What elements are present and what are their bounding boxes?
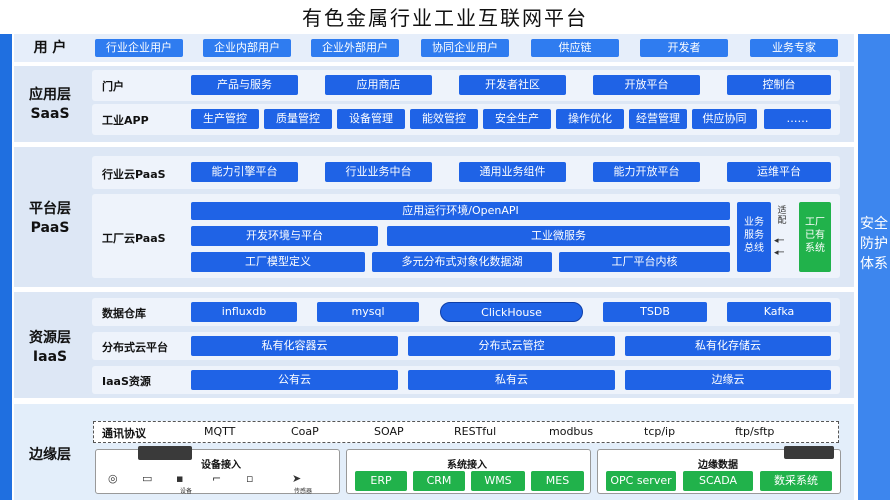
system-item[interactable]: WMS xyxy=(471,471,525,491)
system-item[interactable]: ERP xyxy=(355,471,407,491)
user-item[interactable]: 业务专家 xyxy=(750,39,838,57)
industry-cloud-label: 行业云PaaS xyxy=(102,168,166,181)
system-item[interactable]: MES xyxy=(531,471,584,491)
iaas-resource-item[interactable]: 边缘云 xyxy=(625,370,831,390)
system-access-box: 系统接入 ERP CRM WMS MES xyxy=(346,449,591,494)
existing-factory-systems-label: 工厂 已有 系统 xyxy=(805,217,825,254)
sensor-icon: ➤ xyxy=(292,472,302,485)
edge-data-item[interactable]: 数采系统 xyxy=(760,471,832,491)
data-warehouse-item[interactable]: influxdb xyxy=(191,302,297,322)
distributed-data-lake[interactable]: 多元分布式对象化数据湖 xyxy=(372,252,552,272)
protocol-item: CoaP xyxy=(291,425,319,438)
protocol-item: modbus xyxy=(549,425,594,438)
protocol-item: SOAP xyxy=(374,425,404,438)
industrial-microservice[interactable]: 工业微服务 xyxy=(387,226,730,246)
edge-data-item[interactable]: SCADA xyxy=(683,471,753,491)
distributed-cloud-item[interactable]: 分布式云管控 xyxy=(408,336,615,356)
app-item[interactable]: 质量管控 xyxy=(264,109,332,129)
industrial-app-label: 工业APP xyxy=(102,114,149,127)
arrow-left-icon: ◂─ xyxy=(774,248,784,258)
camera-icon: ▫ xyxy=(246,472,254,485)
adapter-label: 适 配 xyxy=(777,206,787,226)
device-access-title: 设备接入 xyxy=(201,460,241,471)
distributed-cloud-label: 分布式云平台 xyxy=(102,341,168,354)
iaas-resource-item[interactable]: 公有云 xyxy=(191,370,398,390)
device-small-label: 设备 xyxy=(180,488,193,495)
edge-server-icon xyxy=(784,446,834,459)
portal-item[interactable]: 开发者社区 xyxy=(459,75,566,95)
existing-factory-systems[interactable]: 工厂 已有 系统 xyxy=(799,202,831,272)
data-warehouse-item[interactable]: mysql xyxy=(317,302,419,322)
portal-label: 门户 xyxy=(102,80,124,93)
app-item[interactable]: 安全生产 xyxy=(483,109,551,129)
portal-item[interactable]: 应用商店 xyxy=(325,75,432,95)
data-warehouse-label: 数据仓库 xyxy=(102,307,146,320)
security-system-bar: 安全 防护 体系 xyxy=(858,34,890,500)
edge-data-item[interactable]: OPC server xyxy=(606,471,676,491)
factory-model-definition[interactable]: 工厂模型定义 xyxy=(191,252,365,272)
security-system-label: 安全 防护 体系 xyxy=(860,216,888,272)
iaas-resource-label: IaaS资源 xyxy=(102,375,151,388)
edge-gateway-icon xyxy=(138,446,192,460)
app-item[interactable]: 能效管控 xyxy=(410,109,478,129)
meter-icon: ▪ xyxy=(176,472,184,485)
user-layer-label: 用 户 xyxy=(33,40,67,56)
app-item[interactable]: …… xyxy=(764,109,831,129)
business-service-bus[interactable]: 业务 服务 总线 xyxy=(737,202,771,272)
iaas-resource-item[interactable]: 私有云 xyxy=(408,370,615,390)
protocol-item: tcp/ip xyxy=(644,425,676,438)
portal-item[interactable]: 开放平台 xyxy=(593,75,700,95)
left-accent-bar xyxy=(0,34,12,500)
industry-cloud-item[interactable]: 能力开放平台 xyxy=(593,162,700,182)
distributed-cloud-item[interactable]: 私有化存储云 xyxy=(625,336,831,356)
data-warehouse-item[interactable]: ClickHouse xyxy=(440,302,583,322)
user-item[interactable]: 企业内部用户 xyxy=(203,39,291,57)
portal-item[interactable]: 控制台 xyxy=(727,75,831,95)
factory-platform-kernel[interactable]: 工厂平台内核 xyxy=(559,252,730,272)
user-item[interactable]: 企业外部用户 xyxy=(311,39,399,57)
device-access-box: 设备接入 ◎ ▭ ▪ 设备 ⌐ ▫ ➤ 传感器 xyxy=(95,446,340,495)
iaas-layer-label: 资源层 IaaS xyxy=(29,330,71,365)
portal-item[interactable]: 产品与服务 xyxy=(191,75,298,95)
system-item[interactable]: CRM xyxy=(413,471,465,491)
factory-cloud-label: 工厂云PaaS xyxy=(102,232,166,245)
user-item[interactable]: 开发者 xyxy=(640,39,728,57)
app-item[interactable]: 经营管理 xyxy=(629,109,687,129)
arrow-left-icon: ◂─ xyxy=(774,236,784,246)
user-item[interactable]: 供应链 xyxy=(531,39,619,57)
data-warehouse-item[interactable]: TSDB xyxy=(603,302,707,322)
industry-cloud-item[interactable]: 通用业务组件 xyxy=(459,162,566,182)
saas-layer-label: 应用层 SaaS xyxy=(29,87,71,122)
industry-cloud-item[interactable]: 运维平台 xyxy=(727,162,831,182)
protocol-label: 通讯协议 xyxy=(102,427,146,440)
gauge-icon: ◎ xyxy=(108,472,118,485)
edge-layer-label: 边缘层 xyxy=(29,447,71,463)
page-title: 有色金属行业工业互联网平台 xyxy=(302,6,588,30)
protocol-item: RESTful xyxy=(454,425,497,438)
edge-data-title: 边缘数据 xyxy=(698,460,738,471)
protocol-row: 通讯协议 MQTT CoaP SOAP RESTful modbus tcp/i… xyxy=(93,421,839,443)
app-item[interactable]: 供应协同 xyxy=(692,109,757,129)
user-item[interactable]: 协同企业用户 xyxy=(421,39,509,57)
sensor-small-label: 传感器 xyxy=(294,488,313,495)
edge-data-box: 边缘数据 OPC server SCADA 数采系统 xyxy=(597,446,841,494)
paas-layer-label: 平台层 PaaS xyxy=(29,201,71,236)
app-item[interactable]: 生产管控 xyxy=(191,109,259,129)
industry-cloud-item[interactable]: 能力引擎平台 xyxy=(191,162,298,182)
protocol-item: MQTT xyxy=(204,425,236,438)
app-item[interactable]: 设备管理 xyxy=(337,109,405,129)
robot-arm-icon: ⌐ xyxy=(212,472,222,485)
app-runtime-openapi[interactable]: 应用运行环境/OpenAPI xyxy=(191,202,730,220)
industry-cloud-item[interactable]: 行业业务中台 xyxy=(325,162,432,182)
business-service-bus-label: 业务 服务 总线 xyxy=(744,217,764,254)
app-item[interactable]: 操作优化 xyxy=(556,109,624,129)
data-warehouse-item[interactable]: Kafka xyxy=(727,302,831,322)
user-item[interactable]: 行业企业用户 xyxy=(95,39,183,57)
protocol-item: ftp/sftp xyxy=(735,425,775,438)
system-access-title: 系统接入 xyxy=(447,460,487,471)
dev-environment-platform[interactable]: 开发环境与平台 xyxy=(191,226,378,246)
distributed-cloud-item[interactable]: 私有化容器云 xyxy=(191,336,398,356)
plc-icon: ▭ xyxy=(142,472,153,485)
